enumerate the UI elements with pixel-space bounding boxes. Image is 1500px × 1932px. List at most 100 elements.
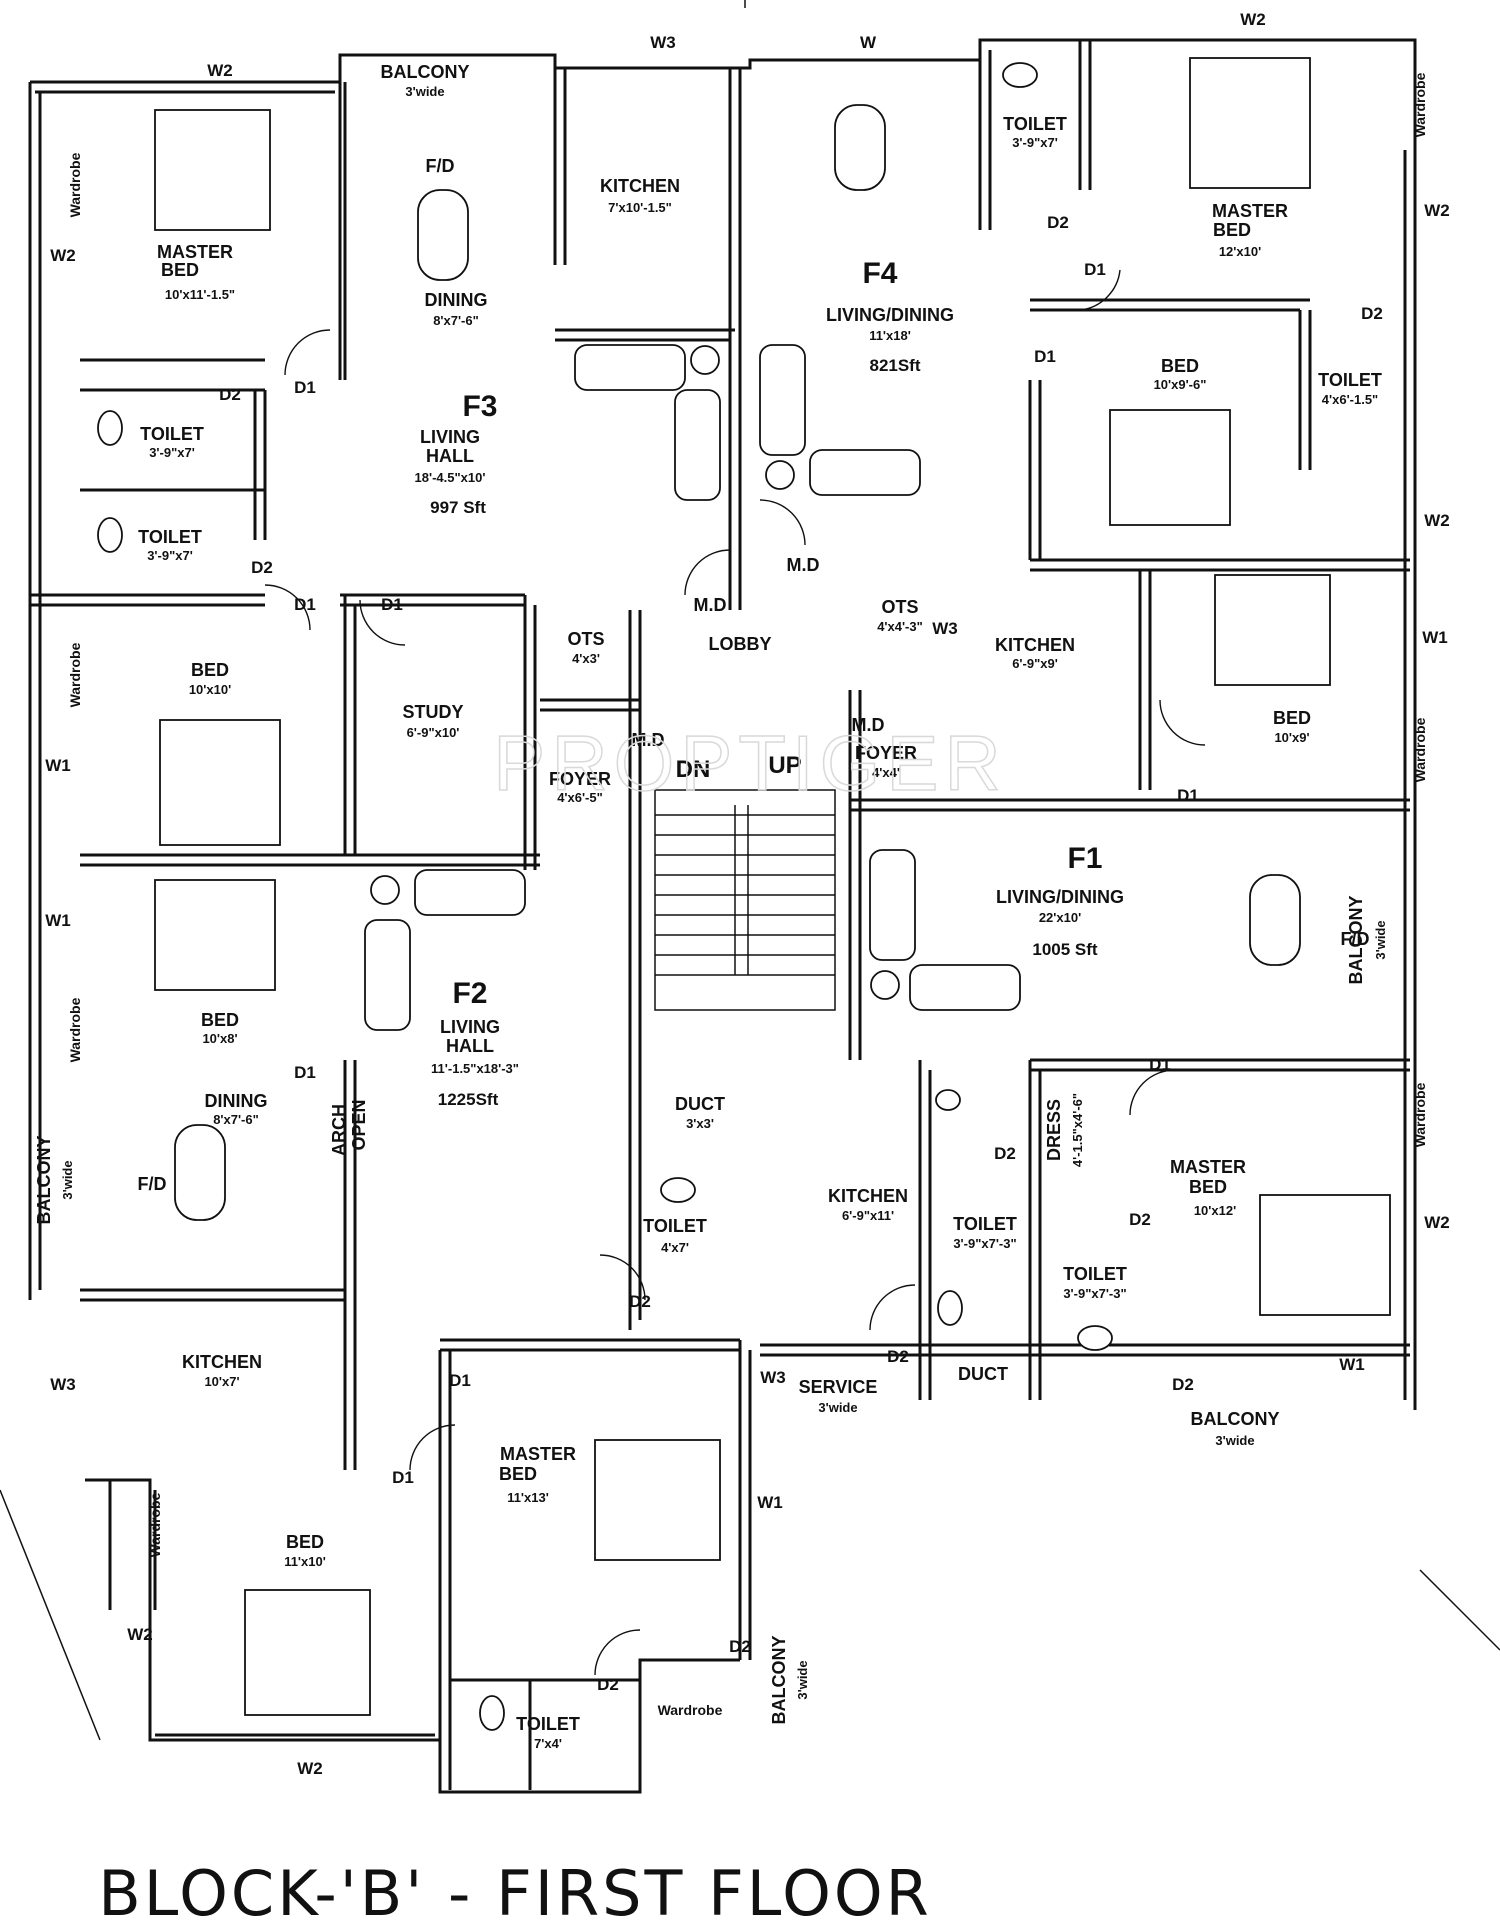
window-labels: W2 W3 W W2 W2 W2 W1 W2 W2 W1 W1 W3 W2 W2… [45,10,1450,1778]
bed-f4-bed [1109,409,1231,526]
room-dims: 10'x7' [204,1374,239,1389]
room-label: TOILET [643,1216,707,1236]
interior-walls [30,40,1410,1792]
wardrobe-label: Wardrobe [67,997,83,1062]
room-label: BALCONY [1346,896,1366,985]
room-dims: 4'x6'-1.5" [1322,392,1378,407]
flat-id: F4 [862,257,897,290]
window-w2: W2 [1240,10,1266,29]
door-d2: D2 [729,1637,751,1656]
door-d1: D1 [294,1063,316,1082]
main-door-label: M.D [787,555,820,575]
flat-area: 1005 Sft [1032,940,1098,959]
window-w1: W1 [757,1493,783,1512]
bed-f3-master [154,109,271,231]
room-label: BALCONY [769,1636,789,1725]
arch-label: ARCH [329,1104,349,1156]
wardrobe-label: Wardrobe [67,642,83,707]
room-dims: 6'-9"x11' [842,1208,894,1223]
open-label: OPEN [349,1099,369,1150]
room-label: BALCONY [34,1136,54,1225]
room-label: TOILET [516,1714,580,1734]
room-label: FOYER [549,769,611,789]
room-dims: 8'x7'-6" [433,313,479,328]
room-label: SERVICE [799,1377,878,1397]
wc-f1-a [937,1290,963,1326]
stair-up-label: UP [768,752,801,779]
lobby-label: LOBBY [709,634,772,654]
window-w2: W2 [1424,1213,1450,1232]
room-dims: 3'wide [1215,1433,1254,1448]
room-label: KITCHEN [600,176,680,196]
main-door-label: M.D [694,595,727,615]
room-label: MASTER [157,242,233,262]
flat-id: F3 [462,390,497,423]
room-label: BED [1189,1177,1227,1197]
flat-area: 997 Sft [430,498,486,517]
room-dims: 3'-9"x7'-3" [1063,1286,1126,1301]
room-dims: 3'-9"x7' [1012,135,1058,150]
window-w2: W2 [1424,511,1450,530]
wc-f2-b [479,1695,505,1731]
duct-label: DUCT [675,1094,725,1114]
bed-f1-bed [1214,574,1331,686]
door-d1: D1 [1149,1055,1171,1074]
room-dims: 7'x10'-1.5" [608,200,672,215]
door-d1: D1 [1034,347,1056,366]
dining-table-f3 [417,189,469,281]
room-label: STUDY [402,702,463,722]
bed-f1-master [1259,1194,1391,1316]
window-w2: W2 [127,1625,153,1644]
wardrobe-label: Wardrobe [1412,717,1428,782]
flat-id: F2 [452,977,487,1010]
door-d1: D1 [381,595,403,614]
room-dims: 12'x10' [1219,244,1261,259]
room-label: TOILET [1003,114,1067,134]
room-label: BED [1213,220,1251,240]
staircase [654,789,836,1011]
window-w3: W3 [932,619,958,638]
bed-f3-bed [159,719,281,846]
room-label: KITCHEN [828,1186,908,1206]
flat-room: LIVING [440,1017,500,1037]
wc-f4-1 [1002,62,1038,88]
dining-tables [174,104,1301,1221]
room-dims: 10'x9'-6" [1154,377,1207,392]
room-label: BED [1273,708,1311,728]
door-d1: D1 [392,1468,414,1487]
room-dims: 3'x3' [686,1116,714,1131]
door-labels: D1 D1 D1 D1 D1 D1 D1 D1 D1 D1 D2 D2 D2 D… [219,213,1383,1694]
main-door-label: M.D [852,715,885,735]
wc-f2-a [660,1177,696,1203]
bed-f2-bed2 [244,1589,371,1716]
door-d2: D2 [1172,1375,1194,1394]
room-label: OTS [567,629,604,649]
exterior-walls [28,38,1417,1794]
room-dims: 10'x11'-1.5" [165,287,235,302]
room-label: OTS [881,597,918,617]
room-label: DINING [205,1091,268,1111]
room-dims: 8'x7'-6" [213,1112,259,1127]
wardrobe-label: Wardrobe [658,1702,723,1718]
room-dims: 11'x13' [507,1490,549,1505]
room-dims: 4'x3' [572,651,600,666]
flat-dims: 11'-1.5"x18'-3" [431,1061,519,1076]
flat-dims: 22'x10' [1039,910,1081,925]
room-dims: 6'-9"x9' [1012,656,1058,671]
wc-f3-1 [97,410,123,446]
room-label: KITCHEN [995,635,1075,655]
room-dims: 3'wide [818,1400,857,1415]
door-d1: D1 [1084,260,1106,279]
room-label: MASTER [500,1444,576,1464]
room-dims: 10'x10' [189,682,231,697]
room-dims: 7'x4' [534,1736,562,1751]
door-d1: D1 [294,595,316,614]
room-dims: 10'x9' [1274,730,1309,745]
room-label: KITCHEN [182,1352,262,1372]
wardrobe-label: Wardrobe [1412,1082,1428,1147]
window-w1: W1 [1422,628,1448,647]
room-dims: 3'wide [1373,920,1388,959]
dining-table-f4 [834,104,886,191]
room-label: TOILET [1318,370,1382,390]
door-d2: D2 [1361,304,1383,323]
